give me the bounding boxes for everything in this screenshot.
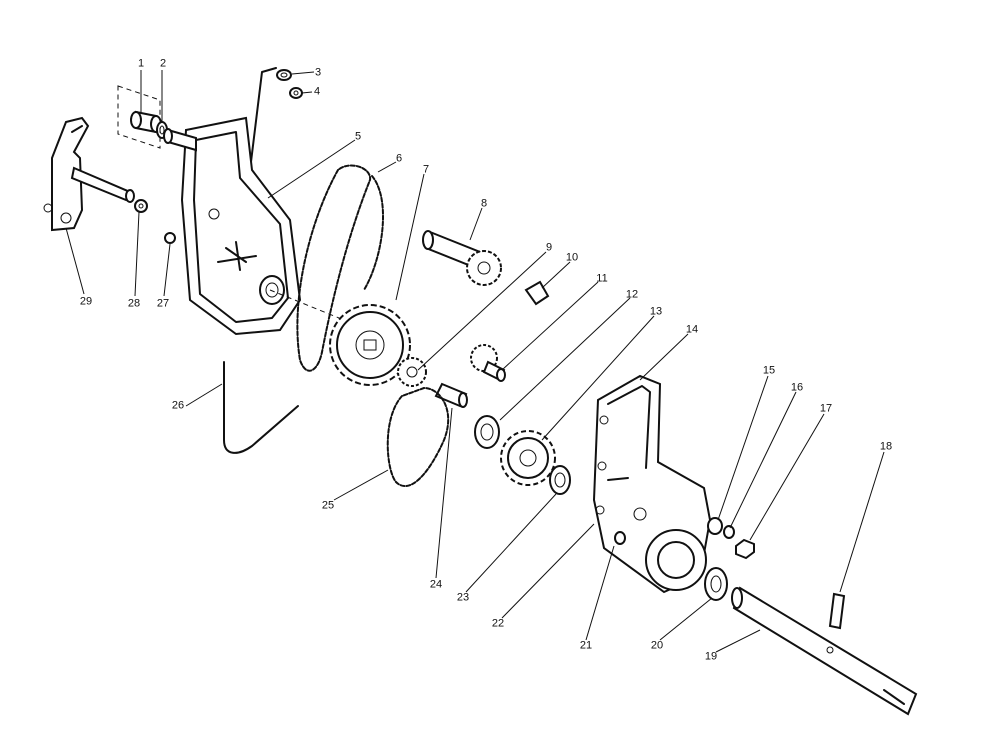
callout-10: 10 <box>565 251 579 264</box>
part-12-bearing <box>474 415 500 449</box>
part-4-clip <box>289 87 303 99</box>
part-11-sprocket-hub <box>470 344 506 382</box>
part-25-small-chain <box>386 387 450 488</box>
callout-28: 28 <box>127 297 141 310</box>
part-29-bracket <box>43 116 135 232</box>
callout-19: 19 <box>704 650 718 663</box>
callout-1: 1 <box>137 57 145 70</box>
part-26-rod <box>223 361 299 454</box>
part-20-seal <box>704 567 728 601</box>
callout-3: 3 <box>314 66 322 79</box>
callout-4: 4 <box>313 85 321 98</box>
part-15-washer <box>707 517 723 535</box>
callout-23: 23 <box>456 591 470 604</box>
callout-13: 13 <box>649 305 663 318</box>
callout-29: 29 <box>79 295 93 308</box>
part-28-washer <box>134 199 148 213</box>
part-21-dowel <box>614 531 626 545</box>
part-3-washer <box>276 69 292 81</box>
part-7-large-sprocket <box>329 304 411 386</box>
callout-11: 11 <box>596 272 608 285</box>
callout-27: 27 <box>156 297 170 310</box>
callout-20: 20 <box>650 639 664 652</box>
part-16-washer <box>723 525 735 539</box>
part-6-drive-chain <box>296 164 384 372</box>
part-27-washer <box>164 232 176 244</box>
part-8-sprocket-shaft <box>422 230 502 286</box>
callout-24: 24 <box>429 578 443 591</box>
part-9-small-sprocket <box>397 357 427 387</box>
part-19-tine-shaft <box>731 586 918 716</box>
callout-21: 21 <box>579 639 593 652</box>
callout-12: 12 <box>625 288 639 301</box>
callout-8: 8 <box>480 197 488 210</box>
callout-9: 9 <box>545 241 553 254</box>
part-24-spacer <box>434 382 468 408</box>
callout-22: 22 <box>491 617 505 630</box>
callout-26: 26 <box>171 399 185 412</box>
callout-15: 15 <box>762 364 776 377</box>
callout-18: 18 <box>879 440 893 453</box>
callout-2: 2 <box>159 57 167 70</box>
callout-7: 7 <box>422 163 430 176</box>
part-14-chain-case-right <box>592 374 712 594</box>
callout-25: 25 <box>321 499 335 512</box>
part-18-pin <box>828 592 846 630</box>
part-5-chain-case-left <box>163 116 345 336</box>
callout-17: 17 <box>819 402 833 415</box>
part-17-bolt <box>735 538 755 560</box>
leader-3-line <box>249 67 277 171</box>
callout-6: 6 <box>395 152 403 165</box>
callout-16: 16 <box>790 381 804 394</box>
part-23-washer <box>549 465 571 495</box>
callout-5: 5 <box>354 130 362 143</box>
part-13-sprocket <box>500 430 556 486</box>
assembly-dash-line <box>117 85 161 149</box>
leader-lines <box>65 70 885 653</box>
callout-14: 14 <box>685 323 699 336</box>
